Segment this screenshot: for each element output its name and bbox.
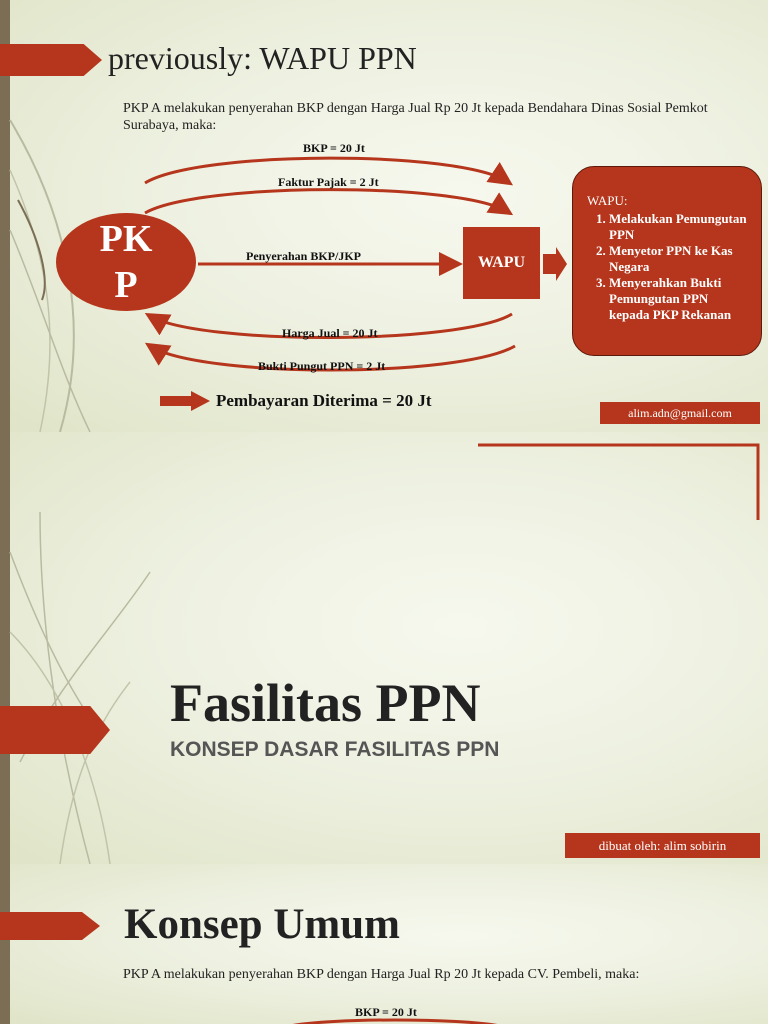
label-harga-jual: Harga Jual = 20 Jt bbox=[282, 326, 378, 340]
wapu-node: WAPU bbox=[463, 227, 540, 299]
callout-item: Melakukan Pemungutan PPN bbox=[609, 211, 751, 243]
title-arrow-tab bbox=[0, 912, 100, 940]
intro-text: PKP A melakukan penyerahan BKP dengan Ha… bbox=[123, 101, 708, 133]
slide-fasilitas-ppn: Fasilitas PPN KONSEP DASAR FASILITAS PPN… bbox=[0, 432, 768, 864]
email-badge: alim.adn@gmail.com bbox=[600, 402, 760, 424]
intro-text: PKP A melakukan penyerahan BKP dengan Ha… bbox=[123, 967, 640, 982]
slide-wapu-ppn: previously: WAPU PPN PKP A melakukan pen… bbox=[0, 0, 768, 432]
slide-title: Konsep Umum bbox=[124, 901, 400, 948]
pkp-node: PKP bbox=[56, 213, 196, 311]
label-penyerahan: Penyerahan BKP/JKP bbox=[246, 249, 361, 263]
callout-item: Menyetor PPN ke Kas Negara bbox=[609, 243, 751, 275]
wapu-callout: WAPU: Melakukan Pemungutan PPN Menyetor … bbox=[572, 166, 762, 356]
label-faktur-pajak: Faktur Pajak = 2 Jt bbox=[278, 175, 379, 189]
decorative-curves bbox=[9, 443, 760, 864]
callout-list: Melakukan Pemungutan PPN Menyetor PPN ke… bbox=[587, 211, 751, 323]
slide-title: Fasilitas PPN bbox=[170, 673, 481, 733]
left-accent-bar bbox=[0, 0, 10, 432]
left-accent-bar bbox=[0, 864, 10, 1024]
slide-subtitle: KONSEP DASAR FASILITAS PPN bbox=[170, 738, 500, 761]
author-badge: dibuat oleh: alim sobirin bbox=[565, 833, 760, 858]
callout-item: Menyerahkan Bukti Pemungutan PPN kepada … bbox=[609, 275, 751, 323]
label-bukti-pungut: Bukti Pungut PPN = 2 Jt bbox=[258, 359, 386, 373]
flow-arrows bbox=[292, 1018, 498, 1024]
slide-title: previously: WAPU PPN bbox=[108, 40, 417, 76]
left-accent-bar bbox=[0, 432, 10, 864]
pkp-label: PKP bbox=[99, 218, 153, 306]
payment-arrow-icon bbox=[160, 391, 210, 411]
title-arrow-tab bbox=[0, 706, 110, 754]
callout-heading: WAPU: bbox=[587, 193, 628, 208]
label-bkp: BKP = 20 Jt bbox=[355, 1005, 417, 1019]
label-bkp: BKP = 20 Jt bbox=[303, 141, 365, 155]
payment-text: Pembayaran Diterima = 20 Jt bbox=[216, 391, 432, 410]
slide-konsep-umum: Konsep Umum PKP A melakukan penyerahan B… bbox=[0, 864, 768, 1024]
flow-arrows bbox=[144, 156, 567, 372]
title-arrow-tab bbox=[0, 44, 102, 76]
